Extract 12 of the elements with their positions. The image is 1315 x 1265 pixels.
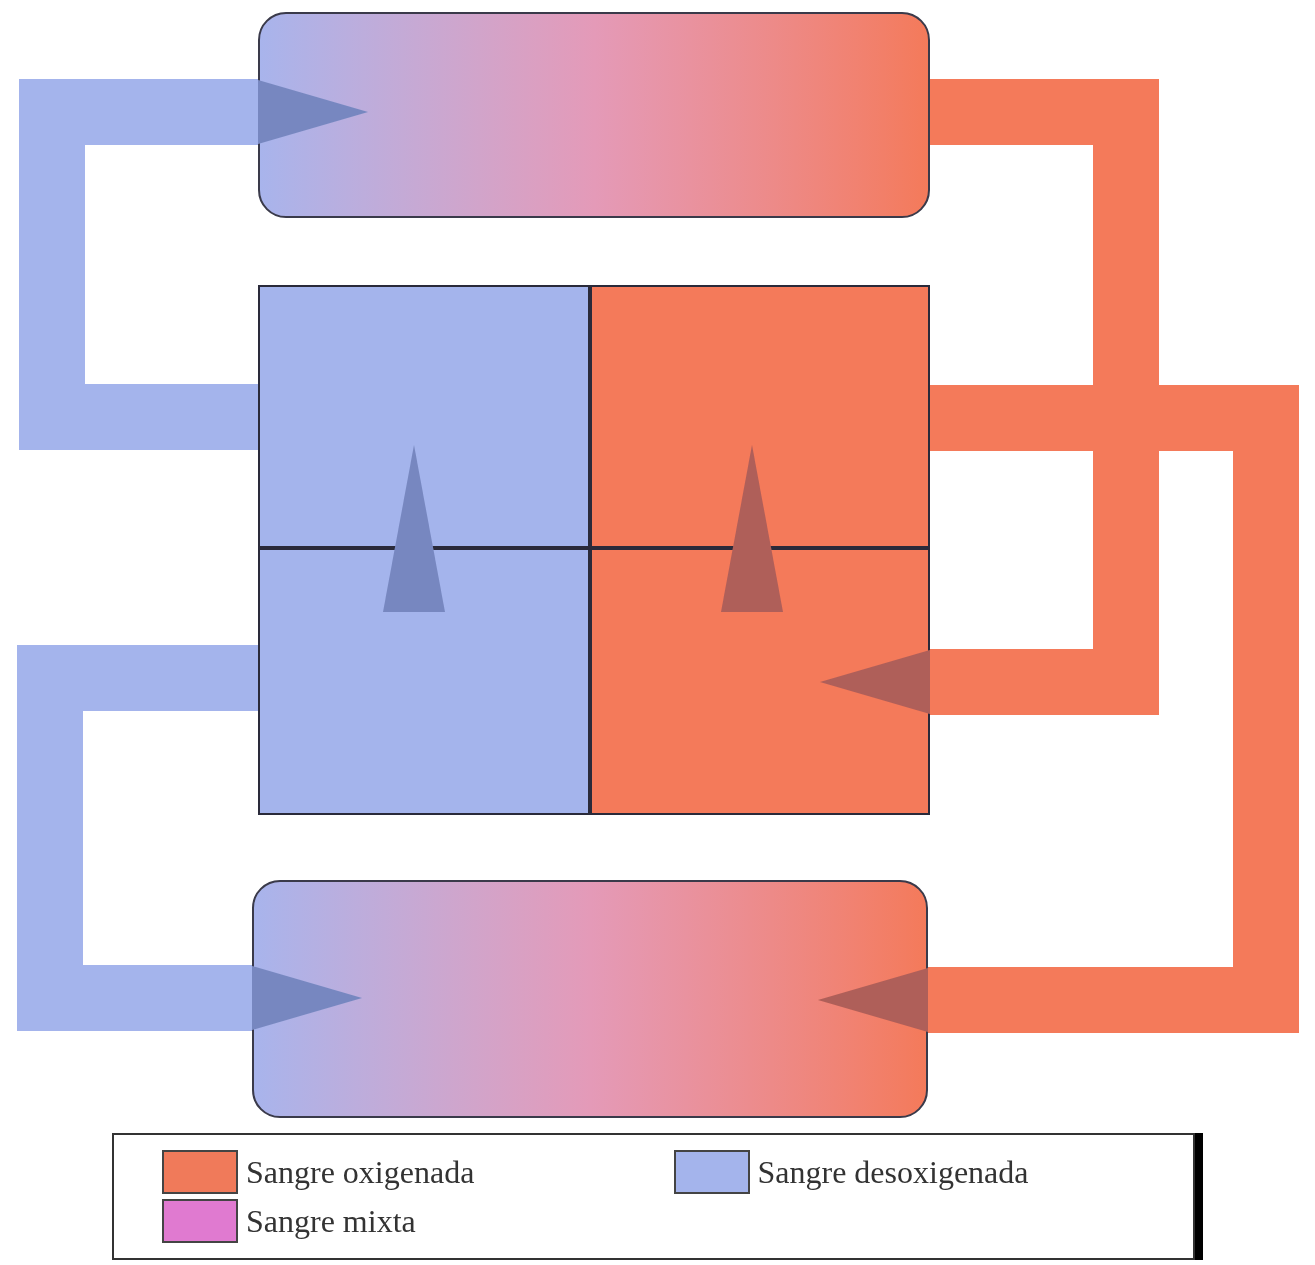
heart-chamber: [258, 285, 590, 548]
blood-vessel-arrow: [818, 385, 1299, 1033]
heart-chamber: [258, 548, 590, 815]
organ-box: [252, 880, 928, 1118]
flow-arrow: [721, 445, 783, 612]
legend-label: Sangre oxigenada: [246, 1152, 475, 1192]
legend-label: Sangre desoxigenada: [757, 1152, 1029, 1192]
heart-chamber: [590, 285, 930, 548]
legend-label: Sangre mixta: [246, 1202, 416, 1242]
organ-box: [258, 12, 930, 218]
heart-chamber: [590, 548, 930, 815]
flow-arrow: [383, 445, 445, 612]
